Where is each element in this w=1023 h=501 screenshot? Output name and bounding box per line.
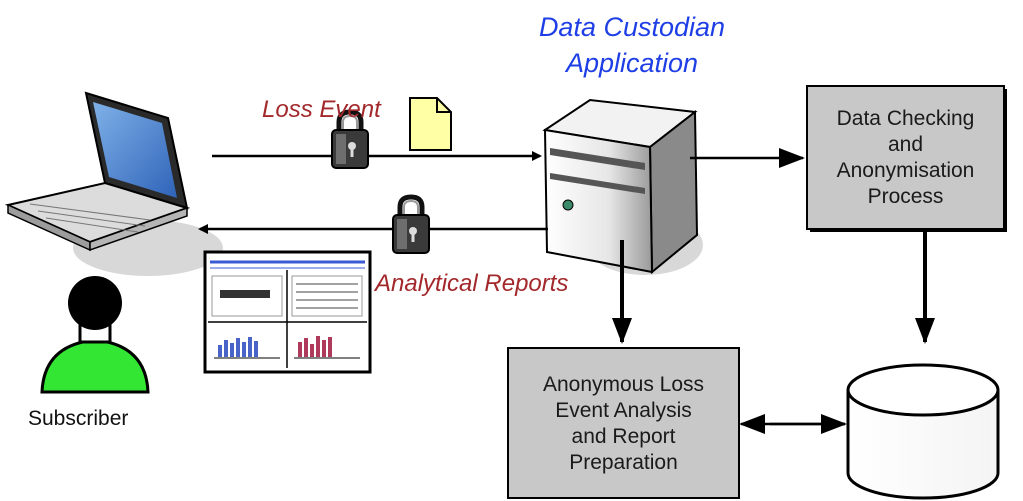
data-checking-box xyxy=(806,85,1005,230)
data-checking-box-label: Data Checking and Anonymisation Process xyxy=(807,86,1004,229)
analysis-line-4: Preparation xyxy=(569,451,678,474)
server-icon xyxy=(542,98,699,275)
data-checking-line-4: Process xyxy=(867,184,944,208)
laptop-icon xyxy=(4,91,191,252)
person-icon xyxy=(40,276,150,394)
title-line-1: Data Custodian xyxy=(538,12,726,42)
padlock-icon xyxy=(331,109,369,169)
data-checking-line-3: Anonymisation xyxy=(836,158,975,182)
document-icon xyxy=(409,97,452,151)
title-line-2: Application xyxy=(565,48,699,78)
analysis-box-label: Anonymous Loss Event Analysis and Report… xyxy=(508,354,739,494)
analytical-reports-label: Analytical Reports xyxy=(375,270,569,297)
database-icon xyxy=(846,363,1000,500)
analysis-line-2: Event Analysis xyxy=(555,399,692,422)
padlock-icon xyxy=(392,194,430,254)
loss-event-label: Loss Event xyxy=(262,96,381,123)
analysis-line-1: Anonymous Loss xyxy=(542,373,705,396)
analysis-line-3: and Report xyxy=(571,425,676,448)
data-checking-line-2: and xyxy=(887,132,924,156)
data-checking-line-1: Data Checking xyxy=(836,106,975,130)
analysis-box xyxy=(507,347,740,499)
subscriber-label: Subscriber xyxy=(28,407,129,430)
report-icon xyxy=(203,250,372,374)
